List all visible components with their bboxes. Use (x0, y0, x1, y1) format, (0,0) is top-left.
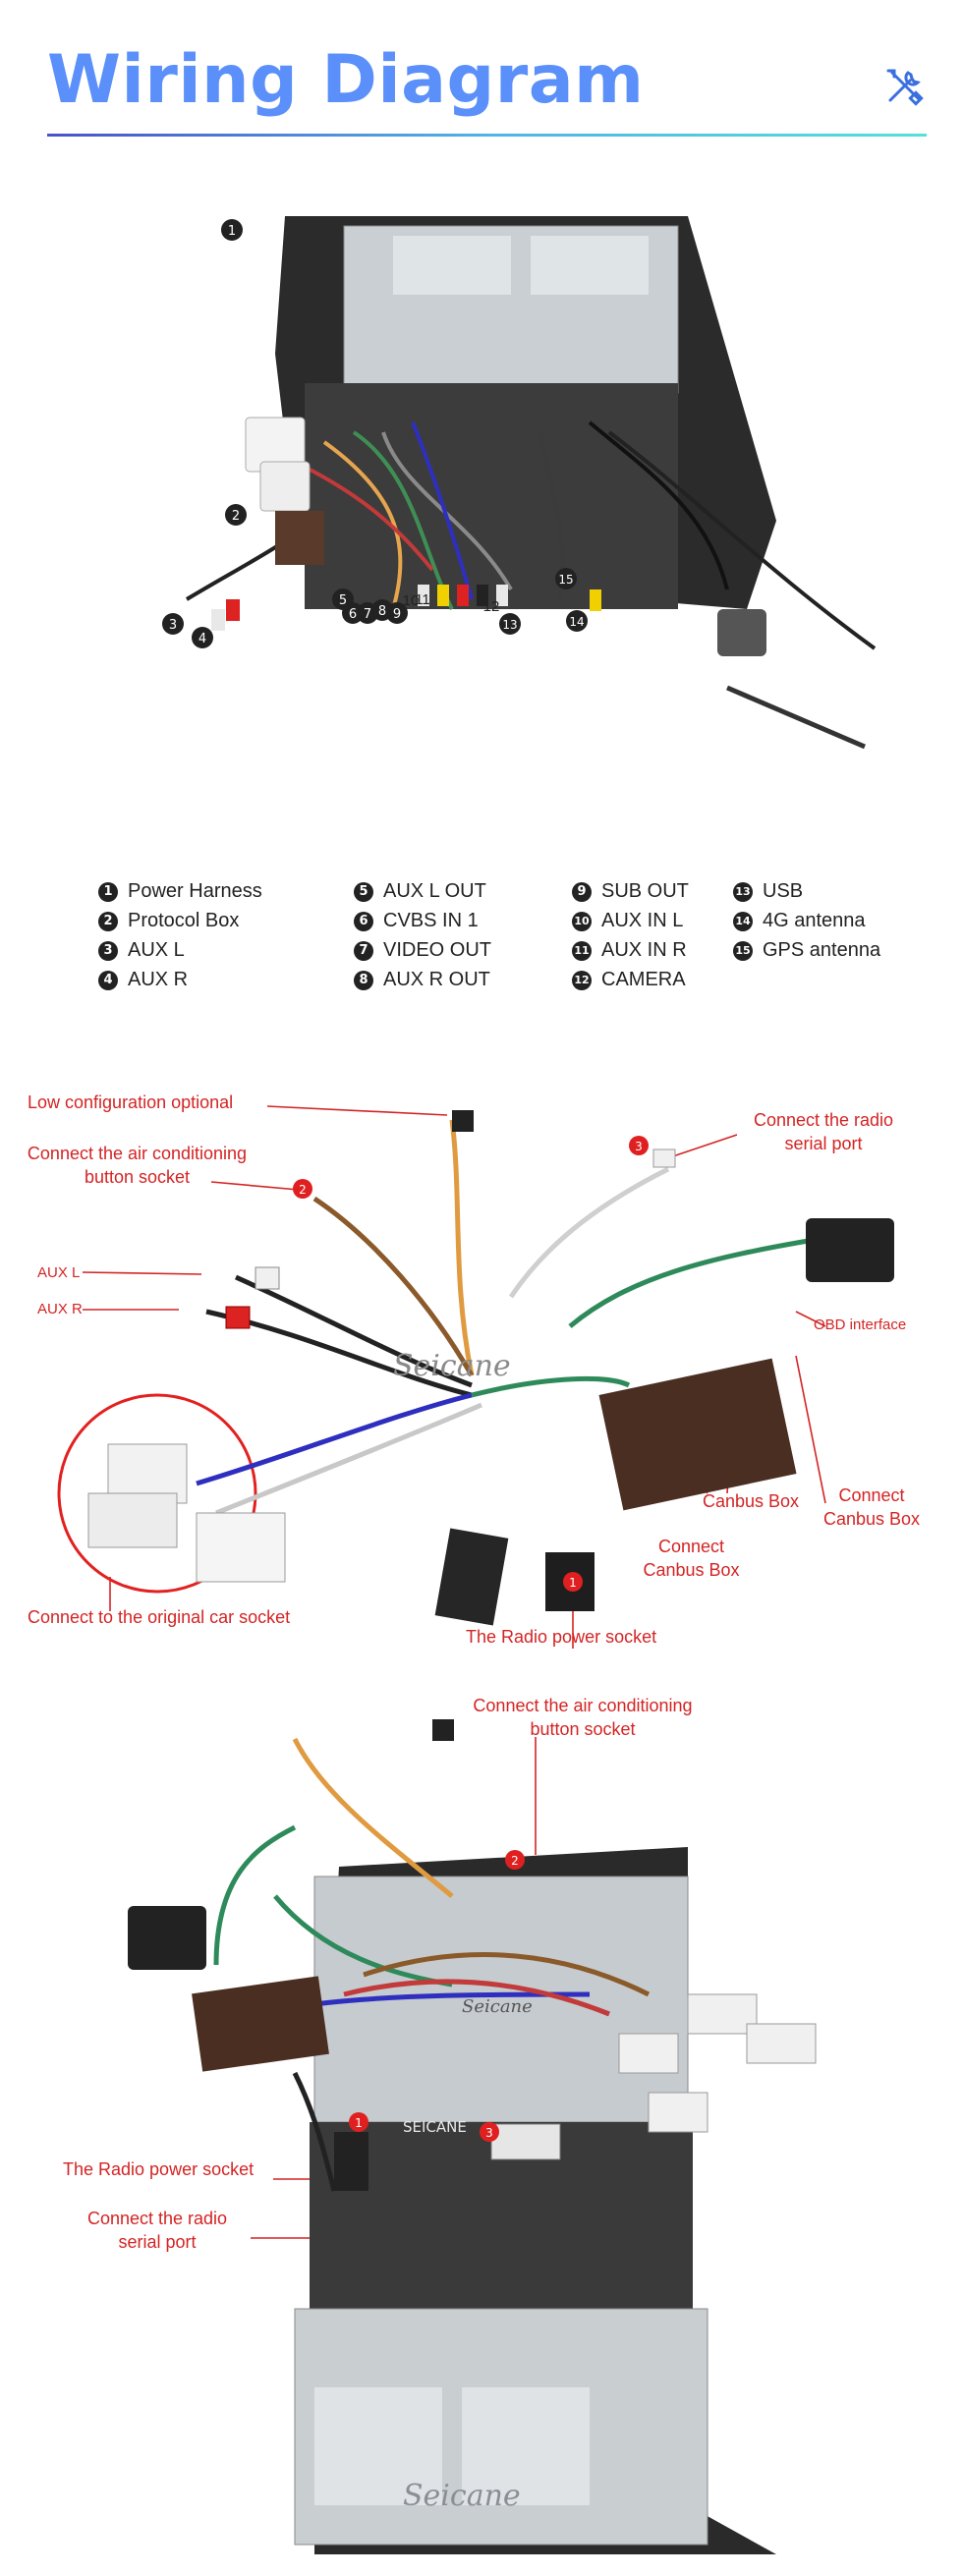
gps-antenna (717, 609, 766, 656)
label-connect-canbus-box-2: Connect Canbus Box (822, 1485, 921, 1529)
label-aux-r: AUX R (37, 1301, 83, 1317)
svg-text:6: 6 (349, 607, 357, 622)
svg-text:8: 8 (378, 604, 386, 619)
label-canbus-box: Canbus Box (703, 1491, 800, 1511)
seicane-logo: Seicane (403, 2479, 521, 2513)
label-air-conditioning-socket-2: Connect the air conditioning button sock… (473, 1696, 693, 1739)
canbus-box-2 (192, 1976, 329, 2072)
title-underline (47, 134, 927, 137)
svg-text:5: 5 (339, 593, 347, 608)
protocol-box (275, 511, 324, 565)
svg-text:1: 1 (228, 224, 236, 239)
svg-text:13: 13 (502, 618, 517, 632)
svg-text:Seicane: Seicane (462, 1996, 533, 2017)
label-aux-l: AUX L (37, 1264, 81, 1281)
svg-text:10: 10 (403, 592, 420, 609)
svg-text:9: 9 (393, 607, 401, 622)
obd-connector (806, 1218, 894, 1282)
seicane-watermark: Seicane (393, 1349, 511, 1383)
label-original-car-socket: Connect to the original car socket (28, 1607, 291, 1627)
label-radio-serial-port-2: Connect the radio serial port (86, 2209, 228, 2252)
tools-icon (886, 69, 924, 106)
white-connectors (618, 1993, 817, 2133)
seicane-caps-logo: SEICANE (403, 2118, 467, 2136)
svg-text:14: 14 (569, 615, 584, 629)
svg-text:3: 3 (635, 1140, 643, 1153)
svg-text:2: 2 (232, 509, 240, 524)
rca-plugs (211, 585, 601, 631)
obd-connector-2 (128, 1906, 206, 1970)
svg-text:1: 1 (569, 1576, 577, 1590)
svg-text:1: 1 (355, 2116, 363, 2130)
harness-diagram: Seicane 2 3 1 (57, 1105, 894, 1649)
svg-text:4: 4 (198, 632, 206, 646)
original-car-socket-connectors (87, 1443, 286, 1583)
label-air-conditioning-socket: Connect the air conditioning button sock… (27, 1144, 248, 1187)
head-unit-photo-1: 1 2 3 4 5 6 7 8 9 10 11 12 13 14 15 (162, 216, 877, 750)
radio-power-socket-2 (334, 2132, 368, 2191)
label-radio-power-socket: The Radio power socket (466, 1627, 657, 1647)
label-radio-serial-port: Connect the radio serial port (753, 1110, 894, 1153)
svg-text:7: 7 (364, 607, 371, 622)
svg-text:3: 3 (485, 2126, 493, 2140)
canbus-box (598, 1358, 797, 1511)
svg-text:3: 3 (169, 618, 177, 633)
label-connect-canbus-box-1: Connect Canbus Box (643, 1537, 740, 1580)
label-obd-interface: OBD interface (814, 1316, 907, 1333)
svg-text:15: 15 (558, 573, 573, 587)
page-title: Wiring Diagram (47, 41, 645, 119)
serial-port-connector (490, 2123, 561, 2160)
svg-text:2: 2 (299, 1183, 307, 1197)
label-radio-power-socket-2: The Radio power socket (63, 2159, 255, 2179)
label-low-config: Low configuration optional (28, 1092, 234, 1112)
svg-text:11: 11 (415, 591, 430, 608)
svg-text:12: 12 (483, 598, 500, 615)
original-socket-circle (57, 1393, 257, 1594)
unit-back (305, 383, 678, 609)
head-unit-photo-2: Seicane SEICANE Seicane 2 1 3 (128, 1719, 817, 2554)
svg-text:2: 2 (511, 1854, 519, 1868)
